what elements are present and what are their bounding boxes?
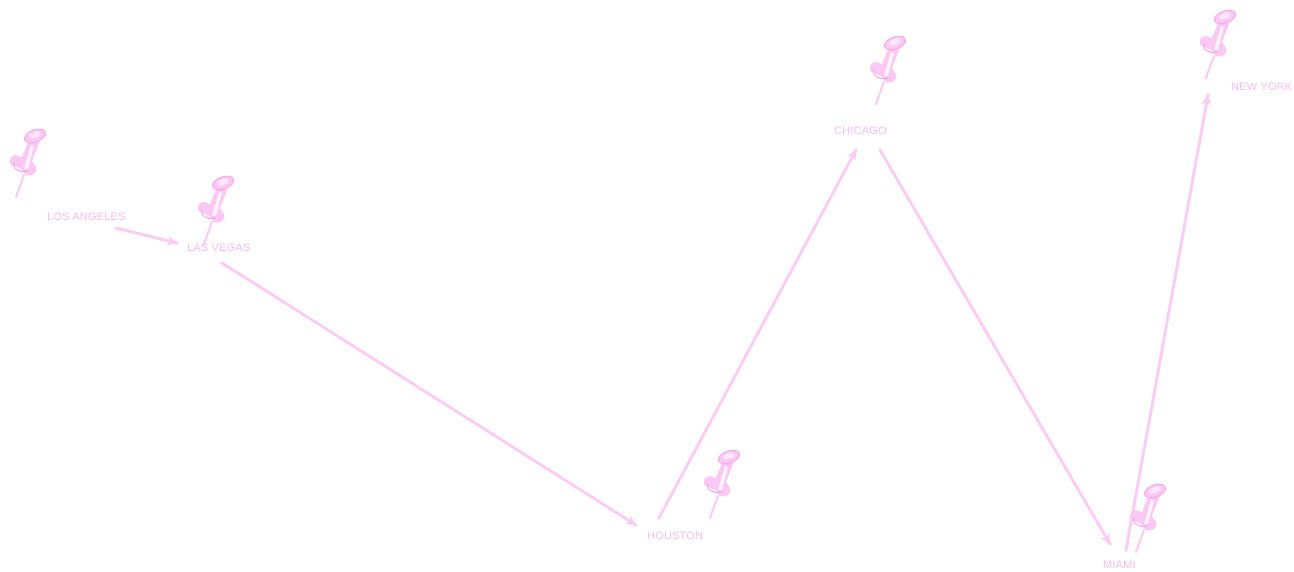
pushpin-icon <box>868 32 909 105</box>
route-arrow-chicago-to-miami <box>878 148 1112 546</box>
labels-layer: LOS ANGELES LAS VEGAS HOUSTON CHICAGO MIAMI N… <box>47 81 1293 571</box>
pushpin-icon <box>702 446 743 519</box>
city-label-los-angeles: LOS ANGELES <box>47 211 126 223</box>
city-label-las-vegas: LAS VEGAS <box>187 242 251 254</box>
route-arrow-miami-to-new-york <box>1124 93 1212 552</box>
route-arrow-las-vegas-to-houston <box>220 261 638 527</box>
city-label-chicago: CHICAGO <box>834 125 887 137</box>
city-label-houston: HOUSTON <box>647 530 703 542</box>
pins-layer <box>8 6 1239 553</box>
route-arrow-houston-to-chicago <box>657 148 858 520</box>
pushpin-icon <box>196 172 237 245</box>
city-label-new-york: NEW YORK <box>1231 81 1293 93</box>
city-label-miami: MIAMI <box>1103 559 1136 571</box>
route-lines <box>114 93 1212 552</box>
route-arrow-los-angeles-to-las-vegas <box>114 226 179 246</box>
pushpin-icon <box>1198 6 1239 79</box>
pushpin-icon <box>8 125 49 198</box>
